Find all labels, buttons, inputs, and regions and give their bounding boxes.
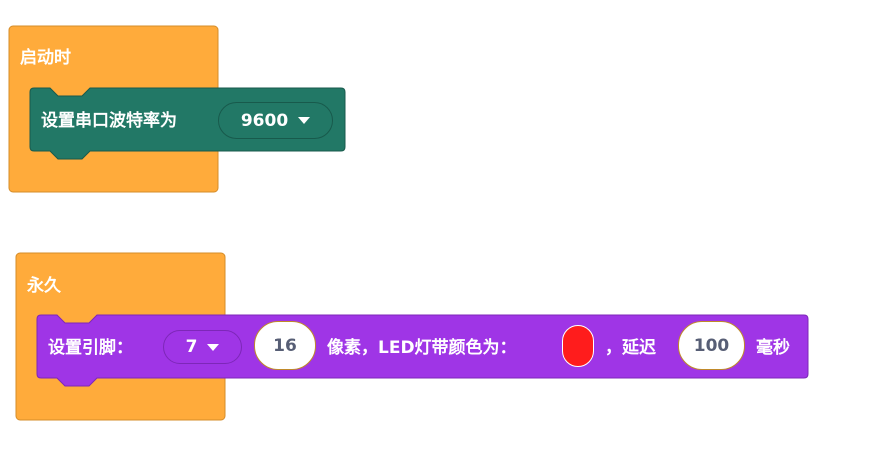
pin-dropdown[interactable]: 7 [163, 330, 242, 364]
baud-dropdown[interactable]: 9600 [218, 102, 333, 139]
chevron-down-icon [298, 117, 311, 124]
pin-value: 7 [185, 337, 198, 357]
serial-label: 设置串口波特率为 [41, 111, 177, 131]
delay-input[interactable]: 100 [678, 321, 745, 370]
unit-label: 毫秒 [756, 338, 790, 358]
chevron-down-icon [207, 343, 220, 351]
forever-label: 永久 [27, 276, 61, 296]
baud-value: 9600 [240, 110, 289, 131]
pixel-count-input[interactable]: 16 [254, 321, 316, 370]
pin-label: 设置引脚： [48, 338, 133, 358]
color-label: 像素，LED灯带颜色为： [327, 338, 517, 358]
setup-label: 启动时 [20, 48, 71, 68]
delay-label: ，延迟 [605, 338, 656, 358]
color-picker[interactable] [562, 325, 594, 367]
